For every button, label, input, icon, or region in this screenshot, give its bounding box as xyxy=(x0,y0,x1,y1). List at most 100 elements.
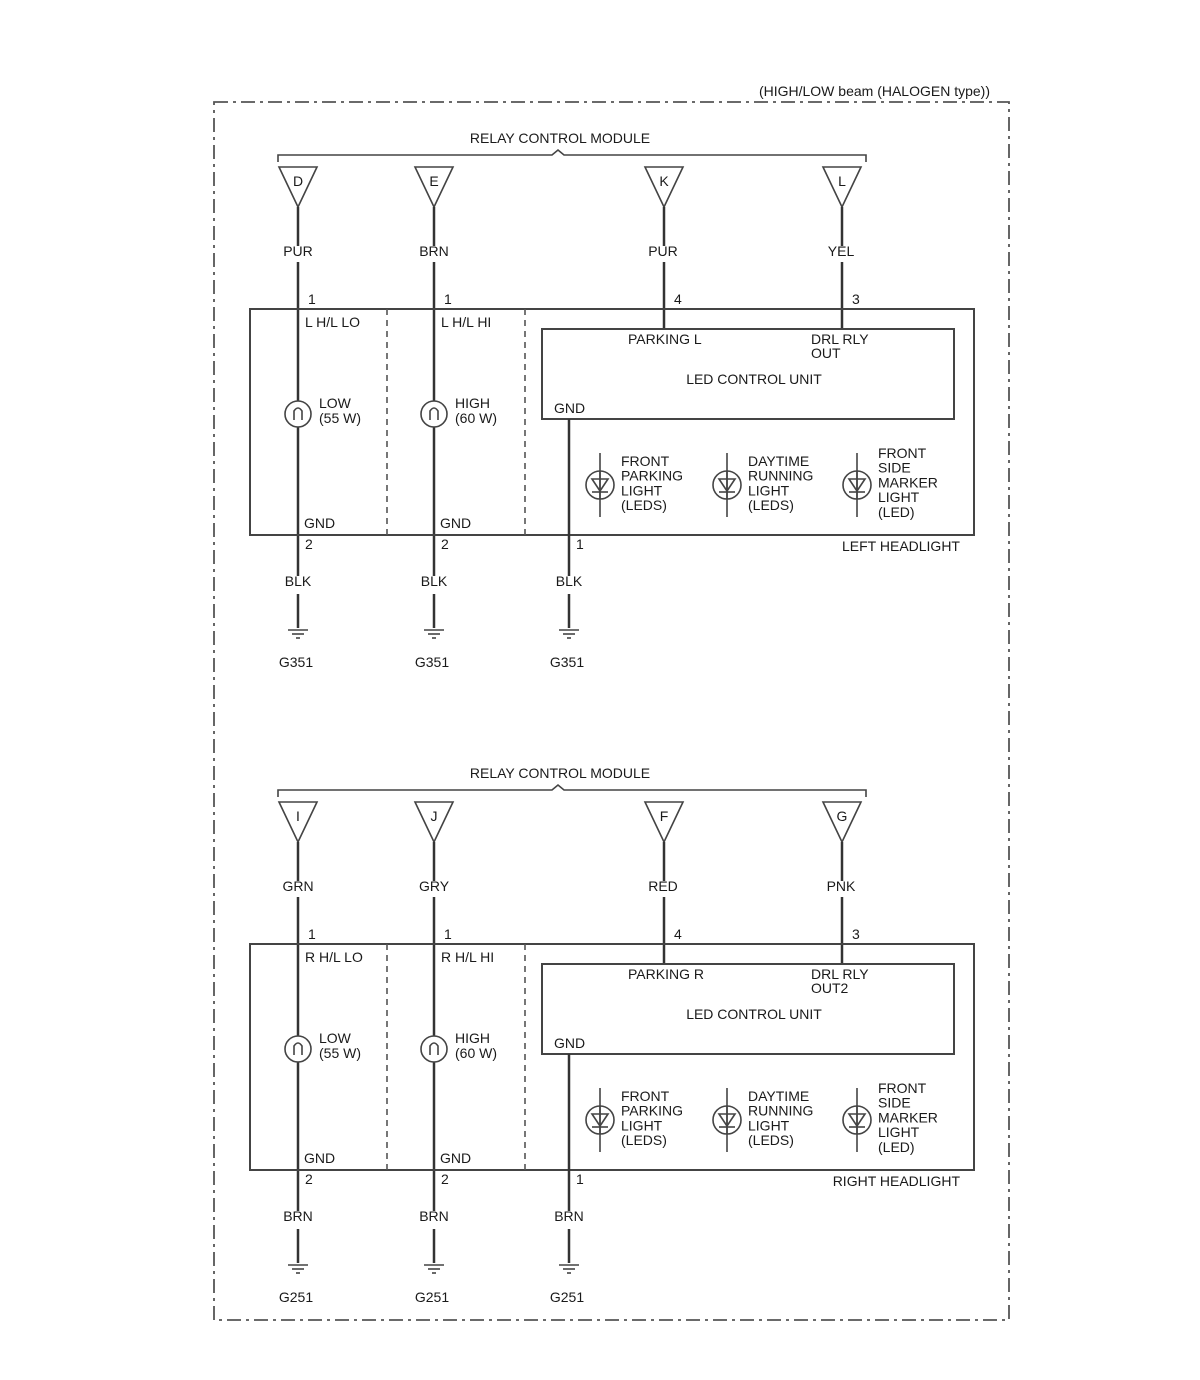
ground-point-label: G351 xyxy=(415,654,449,670)
right-component-label: RIGHT HEADLIGHT xyxy=(833,1173,961,1189)
ground-icon xyxy=(288,1264,308,1274)
led-label: PARKING xyxy=(621,1103,683,1119)
led-label: FRONT xyxy=(878,445,927,461)
ground-icon xyxy=(424,629,444,639)
led-icon xyxy=(712,1088,742,1152)
pin-number: 4 xyxy=(674,291,682,307)
wire-color-label: BRN xyxy=(419,243,449,259)
right-section-lo: R H/L LO xyxy=(305,949,363,965)
wire-color-label: PUR xyxy=(648,243,678,259)
outer-frame xyxy=(213,101,1010,1321)
terminal-letter: D xyxy=(293,173,303,189)
ground-point-label: G351 xyxy=(279,654,313,670)
led-gnd-label: GND xyxy=(554,400,585,416)
wire-color-label: BLK xyxy=(285,573,312,589)
led-label: MARKER xyxy=(878,474,938,490)
wire-color-label: BRN xyxy=(419,1208,449,1224)
connector-terminal-icon xyxy=(821,166,863,209)
ground-point-label: G351 xyxy=(550,654,584,670)
right-headlight-housing xyxy=(249,943,975,1171)
led-label: PARKING xyxy=(621,468,683,484)
right-led-control-unit xyxy=(541,963,955,1055)
bulb-icon xyxy=(284,1035,312,1063)
pin-number: 2 xyxy=(441,536,449,552)
ground-point-label: G251 xyxy=(550,1289,584,1305)
right-terminal-i: I xyxy=(277,801,319,844)
connector-terminal-icon xyxy=(413,801,455,844)
right-relay-module-label: RELAY CONTROL MODULE xyxy=(470,765,650,781)
led-gnd-label: GND xyxy=(554,1035,585,1051)
pin-number: 2 xyxy=(305,536,313,552)
pin-number: 1 xyxy=(576,1171,584,1187)
bulb-filament xyxy=(429,1042,439,1055)
bulb-icon xyxy=(420,400,448,428)
bulb-name: HIGH xyxy=(455,395,490,411)
bulb-name: LOW xyxy=(319,395,352,411)
led-label: LIGHT xyxy=(621,482,663,498)
right-block: RELAY CONTROL MODULEIGRN1JGRY1FRED4GPNK3… xyxy=(249,765,975,1305)
led-label: LIGHT xyxy=(878,489,920,505)
wire-color-label: GRN xyxy=(282,878,313,894)
led-icon xyxy=(712,453,742,517)
terminal-letter: J xyxy=(431,808,438,824)
left-terminal-d: D xyxy=(277,166,319,209)
wire-color-label: PUR xyxy=(283,243,313,259)
connector-terminal-icon xyxy=(643,166,685,209)
terminal-letter: F xyxy=(660,808,669,824)
connector-terminal-icon xyxy=(821,801,863,844)
led-icon xyxy=(585,453,615,517)
connector-terminal-icon xyxy=(277,166,319,209)
bulb-filament xyxy=(293,1042,303,1055)
bulb-outline xyxy=(420,400,448,428)
bulb-wattage: (60 W) xyxy=(455,1045,497,1061)
pin-number: 1 xyxy=(308,926,316,942)
led-label: SIDE xyxy=(878,1095,911,1111)
ground-icon xyxy=(559,1264,579,1274)
left-block: RELAY CONTROL MODULEDPUR1EBRN1KPUR4LYEL3… xyxy=(249,130,975,670)
wire-color-label: BRN xyxy=(554,1208,584,1224)
gnd-label: GND xyxy=(440,1150,471,1166)
left-component-label: LEFT HEADLIGHT xyxy=(842,538,960,554)
left-headlight-housing xyxy=(249,308,975,536)
pin-number: 1 xyxy=(576,536,584,552)
ground-point-label: G251 xyxy=(279,1289,313,1305)
led-label: (LEDS) xyxy=(621,497,667,513)
pin-number: 4 xyxy=(674,926,682,942)
left-terminal-l: L xyxy=(821,166,863,209)
drl-terminal-label: OUT xyxy=(811,345,841,361)
ground-icon xyxy=(559,629,579,639)
led-label: FRONT xyxy=(621,1088,670,1104)
led-label: SIDE xyxy=(878,460,911,476)
bulb-name: HIGH xyxy=(455,1030,490,1046)
wire-color-label: GRY xyxy=(419,878,450,894)
pin-number: 3 xyxy=(852,291,860,307)
bulb-wattage: (60 W) xyxy=(455,410,497,426)
ground-point-label: G251 xyxy=(415,1289,449,1305)
right-section-hi: R H/L HI xyxy=(441,949,494,965)
wire-color-label: PNK xyxy=(827,878,856,894)
gnd-label: GND xyxy=(304,1150,335,1166)
led-label: FRONT xyxy=(878,1080,927,1096)
wire-color-label: YEL xyxy=(828,243,855,259)
bulb-wattage: (55 W) xyxy=(319,1045,361,1061)
led-label: DAYTIME xyxy=(748,1088,809,1104)
led-icon xyxy=(585,1088,615,1152)
led-icon xyxy=(842,1088,872,1152)
right-module-bracket xyxy=(277,783,867,797)
led-label: LIGHT xyxy=(748,1117,790,1133)
bulb-icon xyxy=(420,1035,448,1063)
led-label: (LEDS) xyxy=(621,1132,667,1148)
right-terminal-j: J xyxy=(413,801,455,844)
left-relay-module-label: RELAY CONTROL MODULE xyxy=(470,130,650,146)
led-label: RUNNING xyxy=(748,1103,813,1119)
bulb-outline xyxy=(284,400,312,428)
bulb-name: LOW xyxy=(319,1030,352,1046)
led-label: FRONT xyxy=(621,453,670,469)
ground-icon xyxy=(424,1264,444,1274)
gnd-label: GND xyxy=(440,515,471,531)
terminal-letter: K xyxy=(659,173,669,189)
led-label: DAYTIME xyxy=(748,453,809,469)
ground-icon xyxy=(288,629,308,639)
pin-number: 2 xyxy=(305,1171,313,1187)
